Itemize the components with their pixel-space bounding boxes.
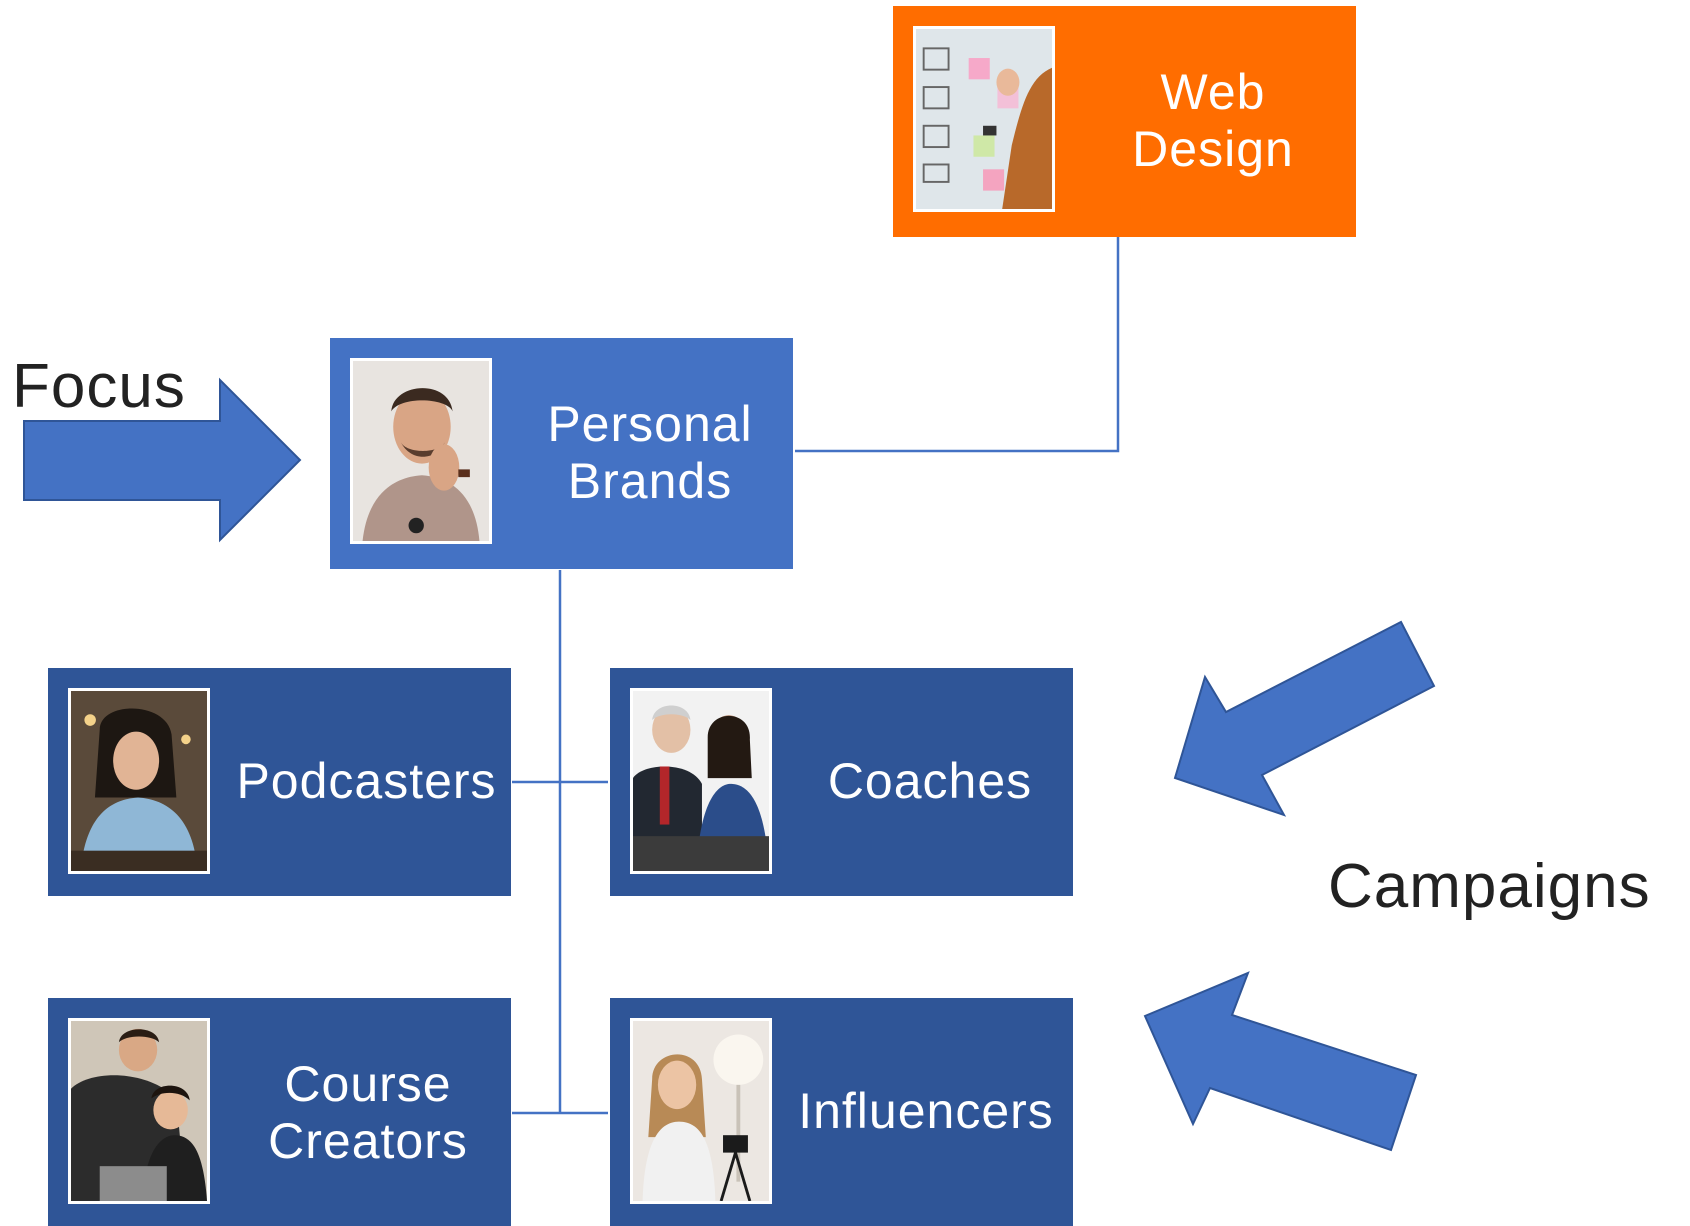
web-design-label: Web Design [1132, 64, 1294, 177]
personal-brands-label: Personal Brands [547, 396, 753, 509]
focus-arrow-icon [23, 377, 302, 543]
connector-webdesign-personal [795, 237, 1120, 453]
node-coaches[interactable]: Coaches [610, 668, 1073, 896]
personal-brands-photo [350, 358, 492, 544]
campaigns-label: Campaigns [1328, 852, 1651, 921]
campaigns-arrow-upper-icon [1173, 620, 1436, 817]
node-course-creators[interactable]: Course Creators [48, 998, 511, 1226]
podcasters-photo [68, 688, 210, 874]
node-influencers[interactable]: Influencers [610, 998, 1073, 1226]
podcasters-label: Podcasters [236, 753, 497, 809]
coaches-label: Coaches [827, 753, 1033, 809]
campaigns-arrow-lower-icon [1143, 971, 1418, 1152]
node-podcasters[interactable]: Podcasters [48, 668, 511, 896]
influencers-label: Influencers [798, 1083, 1054, 1139]
course-creators-photo [68, 1018, 210, 1204]
course-creators-label: Course Creators [268, 1056, 468, 1169]
web-design-photo [913, 26, 1055, 212]
node-web-design[interactable]: Web Design [893, 6, 1356, 237]
focus-label: Focus [12, 352, 186, 421]
coaches-photo [630, 688, 772, 874]
influencers-photo [630, 1018, 772, 1204]
node-personal-brands[interactable]: Personal Brands [330, 338, 793, 569]
